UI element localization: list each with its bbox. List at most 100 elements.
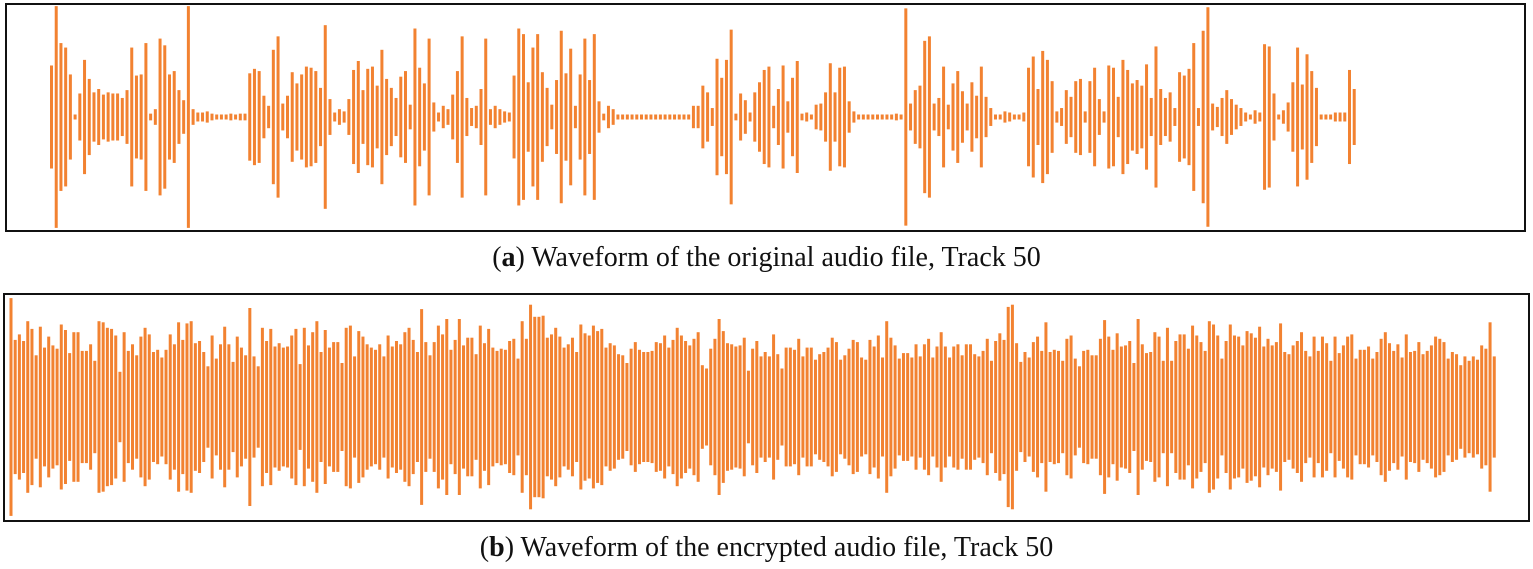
encrypted-bar-316 [1333,336,1337,478]
original-bar-142 [720,77,724,157]
encrypted-bar-80 [344,327,348,487]
encrypted-bar-337 [1421,354,1425,460]
original-bar-202 [1003,111,1007,123]
original-bar-24 [163,45,167,189]
original-bar-65 [356,61,360,173]
original-bar-75 [404,71,407,163]
original-bar-2 [59,43,63,191]
original-bar-220 [1088,81,1092,153]
original-bar-163 [819,103,823,131]
encrypted-bar-204 [864,359,868,455]
encrypted-bar-261 [1103,320,1107,494]
encrypted-bar-169 [717,319,721,495]
original-bar-71 [385,78,389,156]
encrypted-bar-350 [1476,359,1479,455]
original-bar-144 [729,29,733,205]
encrypted-bar-186 [788,347,792,467]
encrypted-bar-64 [277,343,281,471]
waveform-chart-encrypted [9,298,1496,516]
original-bar-123 [630,114,634,120]
encrypted-bar-252 [1065,338,1069,476]
original-bar-38 [229,113,233,121]
original-bar-254 [1248,114,1252,120]
original-bar-33 [205,111,209,123]
encrypted-bar-113 [482,343,486,471]
original-bar-186 [927,36,931,198]
encrypted-bar-251 [1061,360,1065,454]
original-bar-181 [904,8,908,226]
encrypted-bar-255 [1077,366,1081,448]
encrypted-bar-247 [1044,322,1048,492]
encrypted-bar-263 [1111,349,1115,465]
original-bar-85 [451,94,455,140]
encrypted-bar-129 [550,334,554,480]
original-bar-261 [1281,110,1285,124]
original-bar-100 [522,34,525,200]
encrypted-bar-1 [13,339,17,475]
original-bar-198 [984,96,988,138]
original-bar-129 [658,114,662,120]
encrypted-bar-157 [667,347,671,467]
encrypted-bar-182 [772,334,776,480]
encrypted-bar-6 [34,355,38,459]
encrypted-bar-28 [126,350,130,464]
original-bar-80 [427,38,431,196]
encrypted-bar-165 [700,365,704,449]
original-bar-96 [503,111,507,123]
original-bar-46 [267,105,271,129]
original-bar-145 [734,113,738,121]
encrypted-bar-273 [1153,332,1157,482]
original-bar-183 [913,90,917,144]
original-bar-63 [347,99,351,135]
encrypted-bar-198 [839,359,843,455]
encrypted-bar-323 [1362,349,1366,465]
encrypted-bar-192 [813,359,817,455]
original-bar-127 [649,114,653,120]
encrypted-bar-284 [1199,342,1203,472]
encrypted-bar-123 [524,338,528,476]
encrypted-bar-156 [663,335,667,479]
encrypted-bar-226 [956,344,960,470]
encrypted-bar-121 [516,358,520,456]
encrypted-bar-81 [348,325,352,489]
original-bar-86 [455,71,459,163]
encrypted-bar-126 [537,316,541,498]
encrypted-bar-269 [1136,319,1140,495]
original-bar-61 [337,109,341,125]
encrypted-bar-206 [872,346,876,468]
encrypted-bar-40 [177,322,181,492]
encrypted-bar-276 [1165,327,1169,487]
encrypted-bar-111 [474,354,478,460]
original-bar-54 [304,66,308,168]
encrypted-bar-321 [1354,358,1358,456]
original-bar-12 [106,92,110,142]
original-bar-107 [555,80,559,154]
encrypted-bar-298 [1258,326,1262,488]
encrypted-bar-258 [1090,355,1094,459]
encrypted-bar-115 [491,347,495,467]
encrypted-bar-266 [1124,345,1128,469]
encrypted-bar-340 [1434,336,1438,478]
original-bar-247 [1215,106,1219,128]
encrypted-bar-85 [365,344,369,470]
encrypted-bar-142 [604,347,608,467]
encrypted-bar-10 [51,345,55,469]
original-bar-217 [1074,81,1078,153]
encrypted-bar-345 [1455,354,1459,460]
original-bar-117 [602,113,606,121]
original-bar-28 [182,100,186,134]
encrypted-bar-281 [1186,348,1190,466]
original-bar-133 [677,114,681,120]
original-bar-20 [144,43,148,191]
encrypted-bar-55 [239,347,243,467]
encrypted-bar-312 [1316,350,1320,464]
original-bar-88 [465,97,469,137]
encrypted-bar-3 [22,341,26,473]
original-bar-73 [394,97,398,137]
original-bar-253 [1244,112,1248,122]
encrypted-bar-144 [612,345,616,469]
original-bar-118 [606,105,610,129]
original-bar-113 [583,38,587,196]
encrypted-bar-46 [202,352,206,462]
encrypted-bar-36 [160,357,164,457]
